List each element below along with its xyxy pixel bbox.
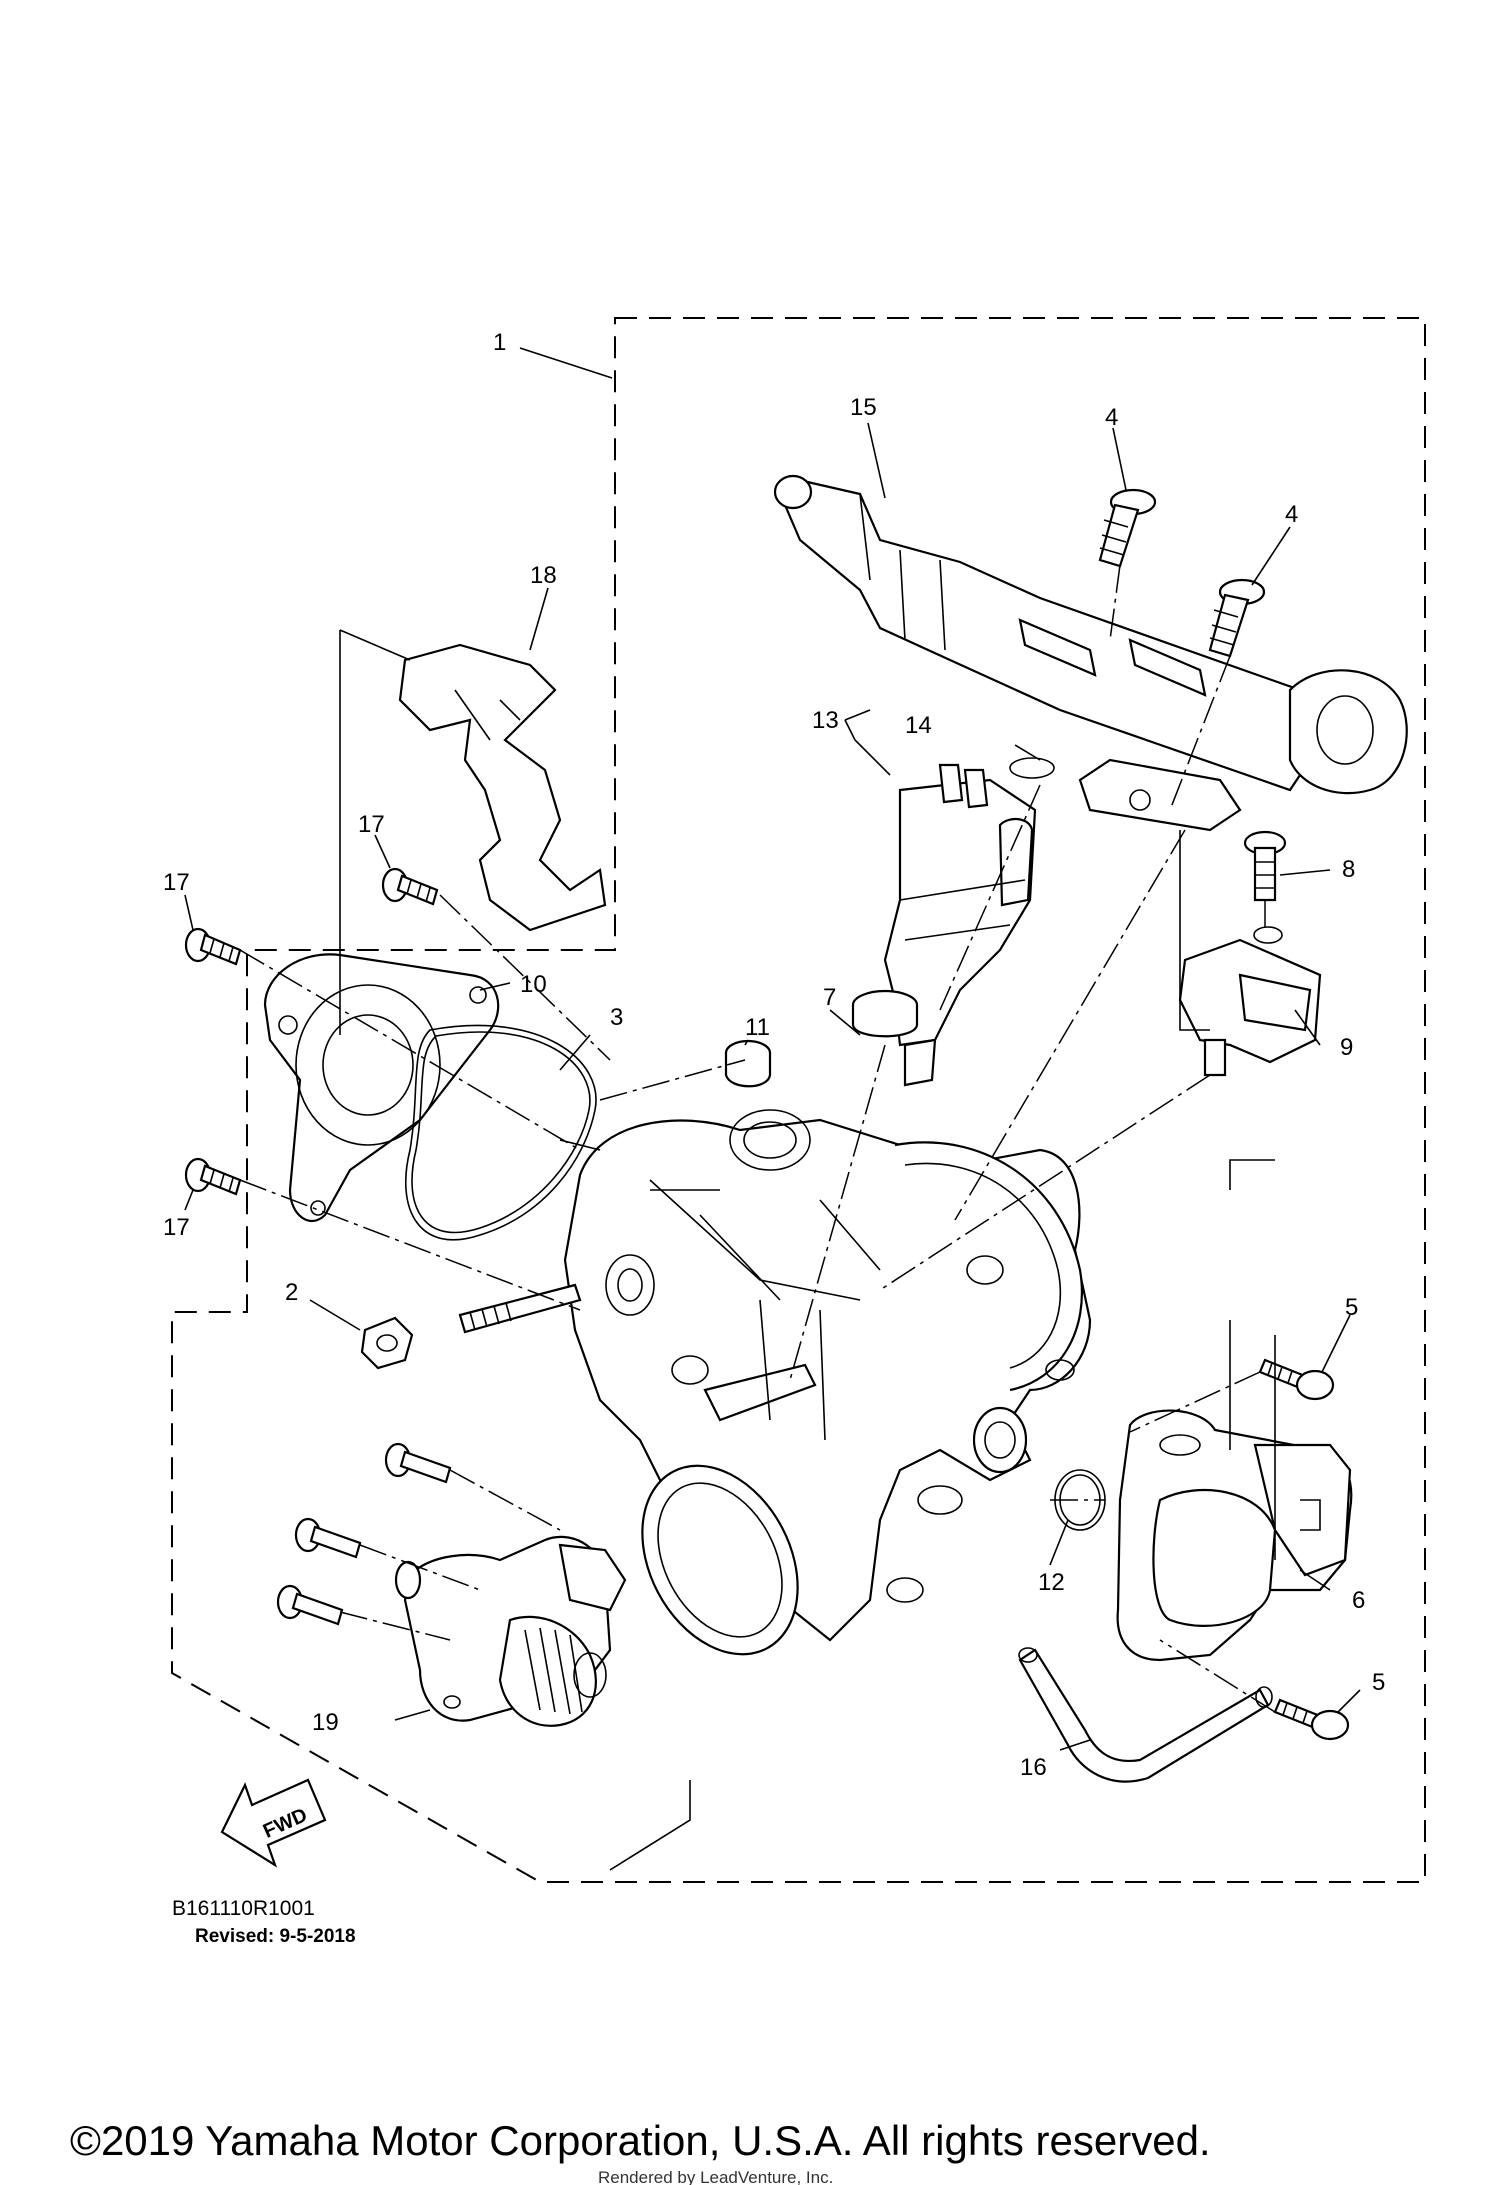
callout-1: 1 xyxy=(493,329,506,356)
callout-4a: 4 xyxy=(1105,404,1118,431)
callout-17c: 17 xyxy=(163,1214,190,1241)
callout-13: 13 xyxy=(812,707,839,734)
injector-13 xyxy=(883,763,1037,1087)
sensor-6 xyxy=(1116,1409,1353,1662)
valve-screws xyxy=(276,1442,452,1626)
rendered-by: Rendered by LeadVenture, Inc. xyxy=(598,2168,833,2185)
callout-6: 6 xyxy=(1352,1587,1365,1614)
callout-19: 19 xyxy=(312,1709,339,1736)
callout-15: 15 xyxy=(850,394,877,421)
callout-5b: 5 xyxy=(1372,1669,1385,1696)
callout-4b: 4 xyxy=(1285,501,1298,528)
drawing-code: B161110R1001 xyxy=(172,1897,315,1920)
callout-9: 9 xyxy=(1340,1034,1353,1061)
callout-17a: 17 xyxy=(163,869,190,896)
callout-11: 11 xyxy=(745,1014,770,1041)
callout-16: 16 xyxy=(1020,1754,1047,1781)
callout-17b: 17 xyxy=(358,811,385,838)
callout-2: 2 xyxy=(285,1279,298,1306)
clip-18 xyxy=(398,643,607,932)
assembly-boundary xyxy=(171,317,1426,1883)
bolt-17a xyxy=(184,927,242,966)
callout-7: 7 xyxy=(823,984,836,1011)
fuel-rail xyxy=(773,474,1408,832)
screw-5a xyxy=(1258,1358,1335,1401)
nut-2 xyxy=(360,1316,414,1370)
sensor-9 xyxy=(1178,938,1322,1077)
fwd-arrow: FWD xyxy=(220,1778,327,1868)
cap-11 xyxy=(724,1039,772,1088)
valve-19 xyxy=(394,1535,627,1727)
callout-10: 10 xyxy=(520,971,547,998)
revision-date: Revised: 9-5-2018 xyxy=(195,1926,356,1947)
screw-4a xyxy=(1098,488,1157,568)
o-ring-14 xyxy=(1009,757,1055,779)
copyright-notice: ©2019 Yamaha Motor Corporation, U.S.A. A… xyxy=(70,2117,1211,2164)
cover-10 xyxy=(263,953,500,1222)
callout-3: 3 xyxy=(610,1004,623,1031)
hose-16 xyxy=(1018,1647,1273,1783)
screw-4b xyxy=(1208,578,1266,658)
seal-7 xyxy=(851,989,919,1038)
callout-14: 14 xyxy=(905,712,932,739)
throttle-body xyxy=(563,1109,1092,1656)
stud xyxy=(458,1283,582,1334)
bolt-8 xyxy=(1243,830,1287,902)
bolt-17b xyxy=(381,867,439,906)
callout-5a: 5 xyxy=(1345,1294,1358,1321)
washer-8 xyxy=(1253,926,1283,944)
bolt-17c xyxy=(184,1157,242,1196)
callout-8: 8 xyxy=(1342,856,1355,883)
callout-18: 18 xyxy=(530,562,557,589)
screw-5b xyxy=(1273,1698,1350,1741)
callout-12: 12 xyxy=(1038,1569,1065,1596)
